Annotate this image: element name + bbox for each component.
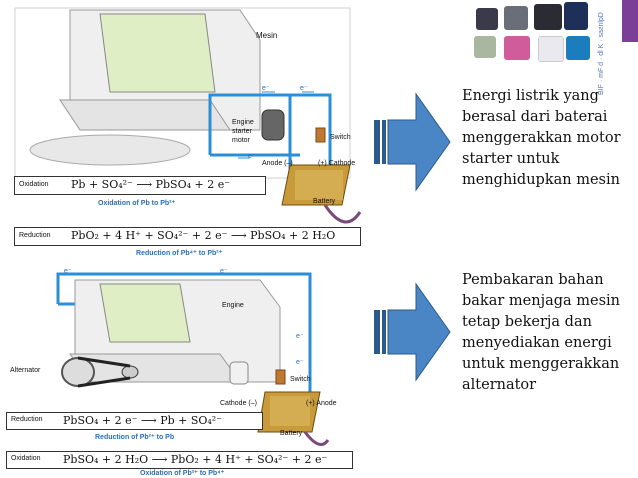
reduction-subtitle: Reduction of Pb²⁺ to Pb <box>95 434 175 441</box>
thumbnail-image <box>566 36 590 60</box>
engine-label: Engine <box>222 302 244 309</box>
anode-label: (+) Anode <box>306 400 337 407</box>
oxidation-subtitle: Oxidation of Pb²⁺ to Pb⁴⁺ <box>140 470 225 477</box>
corner-decoration <box>458 0 638 70</box>
electron-label: e⁻ <box>64 268 72 275</box>
bottom-diagram: Engine Alternator Switch Cathode (–) (+)… <box>0 262 362 478</box>
corner-vertical-text: BIF · mF d · dl K · saƨnlpD <box>598 12 605 95</box>
reduction-equation: PbSO₄ + 2 e⁻ ⟶ Pb + SO₄²⁻ <box>63 414 223 427</box>
oxidation-equation-box: Oxidation PbSO₄ + 2 H₂O ⟶ PbO₂ + 4 H⁺ + … <box>6 451 353 469</box>
oxidation-subtitle: Oxidation of Pb to Pb²⁺ <box>98 200 176 207</box>
thumbnail-image <box>564 2 588 30</box>
cathode-label: Cathode (–) <box>220 400 257 407</box>
electron-label: e⁻ <box>248 153 256 160</box>
battery-label: Battery <box>313 198 336 205</box>
reduction-equation: PbO₂ + 4 H⁺ + SO₄²⁻ + 2 e⁻ ⟶ PbSO₄ + 2 H… <box>71 229 336 242</box>
bottom-caption: Pembakaran bahan bakar menjaga mesin tet… <box>462 272 620 393</box>
reduction-equation-box: Reduction PbSO₄ + 2 e⁻ ⟶ Pb + SO₄²⁻ <box>6 412 263 430</box>
oxidation-equation: PbSO₄ + 2 H₂O ⟶ PbO₂ + 4 H⁺ + SO₄²⁻ + 2 … <box>63 453 328 466</box>
thumbnail-image <box>476 8 498 30</box>
electron-label: e⁻ <box>296 359 304 366</box>
bottom-diagram-art <box>56 272 330 446</box>
thumbnail-image <box>534 4 562 30</box>
equation-type-label: Reduction <box>19 232 51 239</box>
switch-label: Switch <box>330 134 351 141</box>
equation-type-label: Reduction <box>11 416 43 423</box>
equation-type-label: Oxidation <box>11 455 41 462</box>
thumbnail-image <box>538 36 564 62</box>
thumbnail-image <box>504 6 528 30</box>
engine-label: Mesin <box>256 31 278 40</box>
switch-label: Switch <box>290 376 311 383</box>
cathode-label: (+) Cathode <box>318 160 356 167</box>
arrow-right-icon <box>374 92 451 192</box>
reduction-subtitle: Reduction of Pb⁴⁺ to Pb²⁺ <box>136 250 223 257</box>
thumbnail-image <box>474 36 496 58</box>
top-diagram: Mesin Engine starter motor Switch Anode … <box>0 0 362 258</box>
battery-label: Battery <box>280 430 303 437</box>
oxidation-equation: Pb + SO₄²⁻ ⟶ PbSO₄ + 2 e⁻ <box>71 178 231 191</box>
electron-label: e⁻ <box>300 85 308 92</box>
thumbnail-image <box>504 36 530 60</box>
equation-type-label: Oxidation <box>19 181 49 188</box>
reduction-equation-box: Reduction PbO₂ + 4 H⁺ + SO₄²⁻ + 2 e⁻ ⟶ P… <box>14 227 361 246</box>
top-diagram-art <box>14 7 362 224</box>
accent-bar <box>622 0 638 42</box>
arrow-right-icon <box>374 282 451 382</box>
top-caption: Energi listrik yang berasal dari baterai… <box>462 88 621 188</box>
alternator-label: Alternator <box>10 367 41 374</box>
oxidation-equation-box: Oxidation Pb + SO₄²⁻ ⟶ PbSO₄ + 2 e⁻ <box>14 176 266 195</box>
starter-motor-label: Engine starter motor <box>232 119 254 144</box>
electron-label: e⁻ <box>262 85 270 92</box>
electron-label: e⁻ <box>220 268 228 275</box>
anode-label: Anode (–) <box>262 160 293 167</box>
electron-label: e⁻ <box>296 333 304 340</box>
